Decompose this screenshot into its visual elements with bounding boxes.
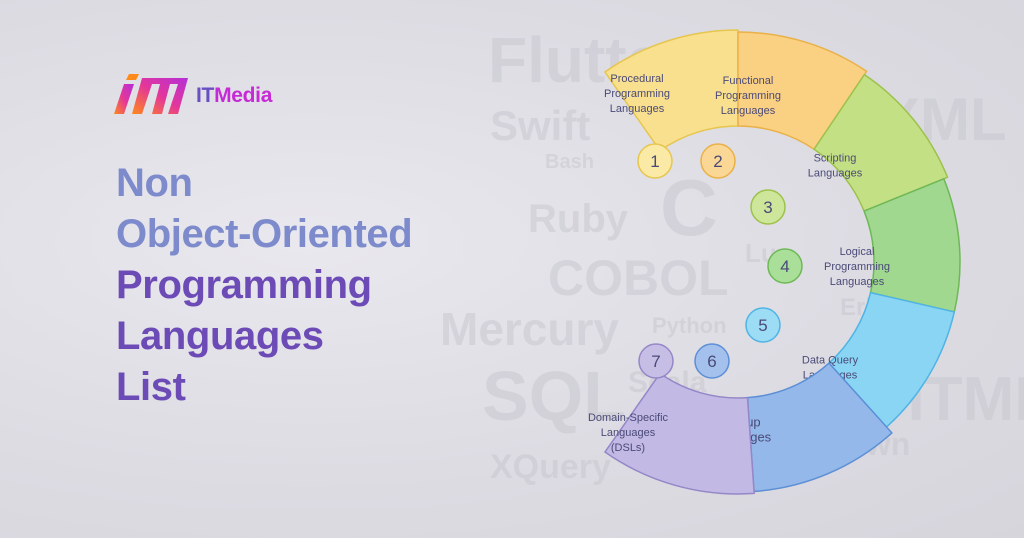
number-badge-6 (694, 343, 730, 379)
background-word: Mercury (440, 303, 619, 355)
number-label: 4 (780, 257, 789, 276)
number-label: 1 (650, 152, 659, 171)
logo-text-media: Media (214, 84, 273, 107)
number-label: 7 (651, 352, 660, 371)
page-title: Non Object-Oriented Programming Language… (116, 158, 496, 413)
number-badge-3 (750, 189, 786, 225)
im-logo-icon (114, 74, 188, 114)
segment-shape (737, 31, 868, 151)
number-badge-7 (638, 343, 674, 379)
title-line-5: List (116, 365, 186, 409)
itmedia-logo[interactable]: ITMedia (112, 72, 322, 122)
number-label: 6 (707, 352, 716, 371)
segment-shape (813, 73, 949, 212)
title-line-2: Object-Oriented (116, 212, 413, 256)
background-word: XQuery (490, 448, 611, 486)
number-badge-2 (700, 143, 736, 179)
background-word: Ruby (528, 197, 629, 241)
number-label: 5 (758, 316, 767, 335)
logo-text-it: IT (196, 84, 215, 107)
segment-shape (604, 372, 755, 495)
title-line-4: Languages (116, 314, 324, 358)
background-word: C (660, 163, 718, 252)
segment-shape (604, 29, 739, 152)
number-label: 3 (763, 198, 772, 217)
number-badge-5 (745, 307, 781, 343)
number-badge-1 (637, 143, 673, 179)
background-word: Swift (490, 102, 590, 149)
number-label: 2 (713, 152, 722, 171)
title-line-3: Programming (116, 263, 372, 307)
background-word: Bash (545, 151, 594, 173)
background-word: Python (652, 313, 727, 338)
background-word: COBOL (548, 250, 729, 306)
title-line-1: Non (116, 161, 193, 205)
background-word: SQL (482, 357, 626, 435)
number-badge-4 (767, 248, 803, 284)
